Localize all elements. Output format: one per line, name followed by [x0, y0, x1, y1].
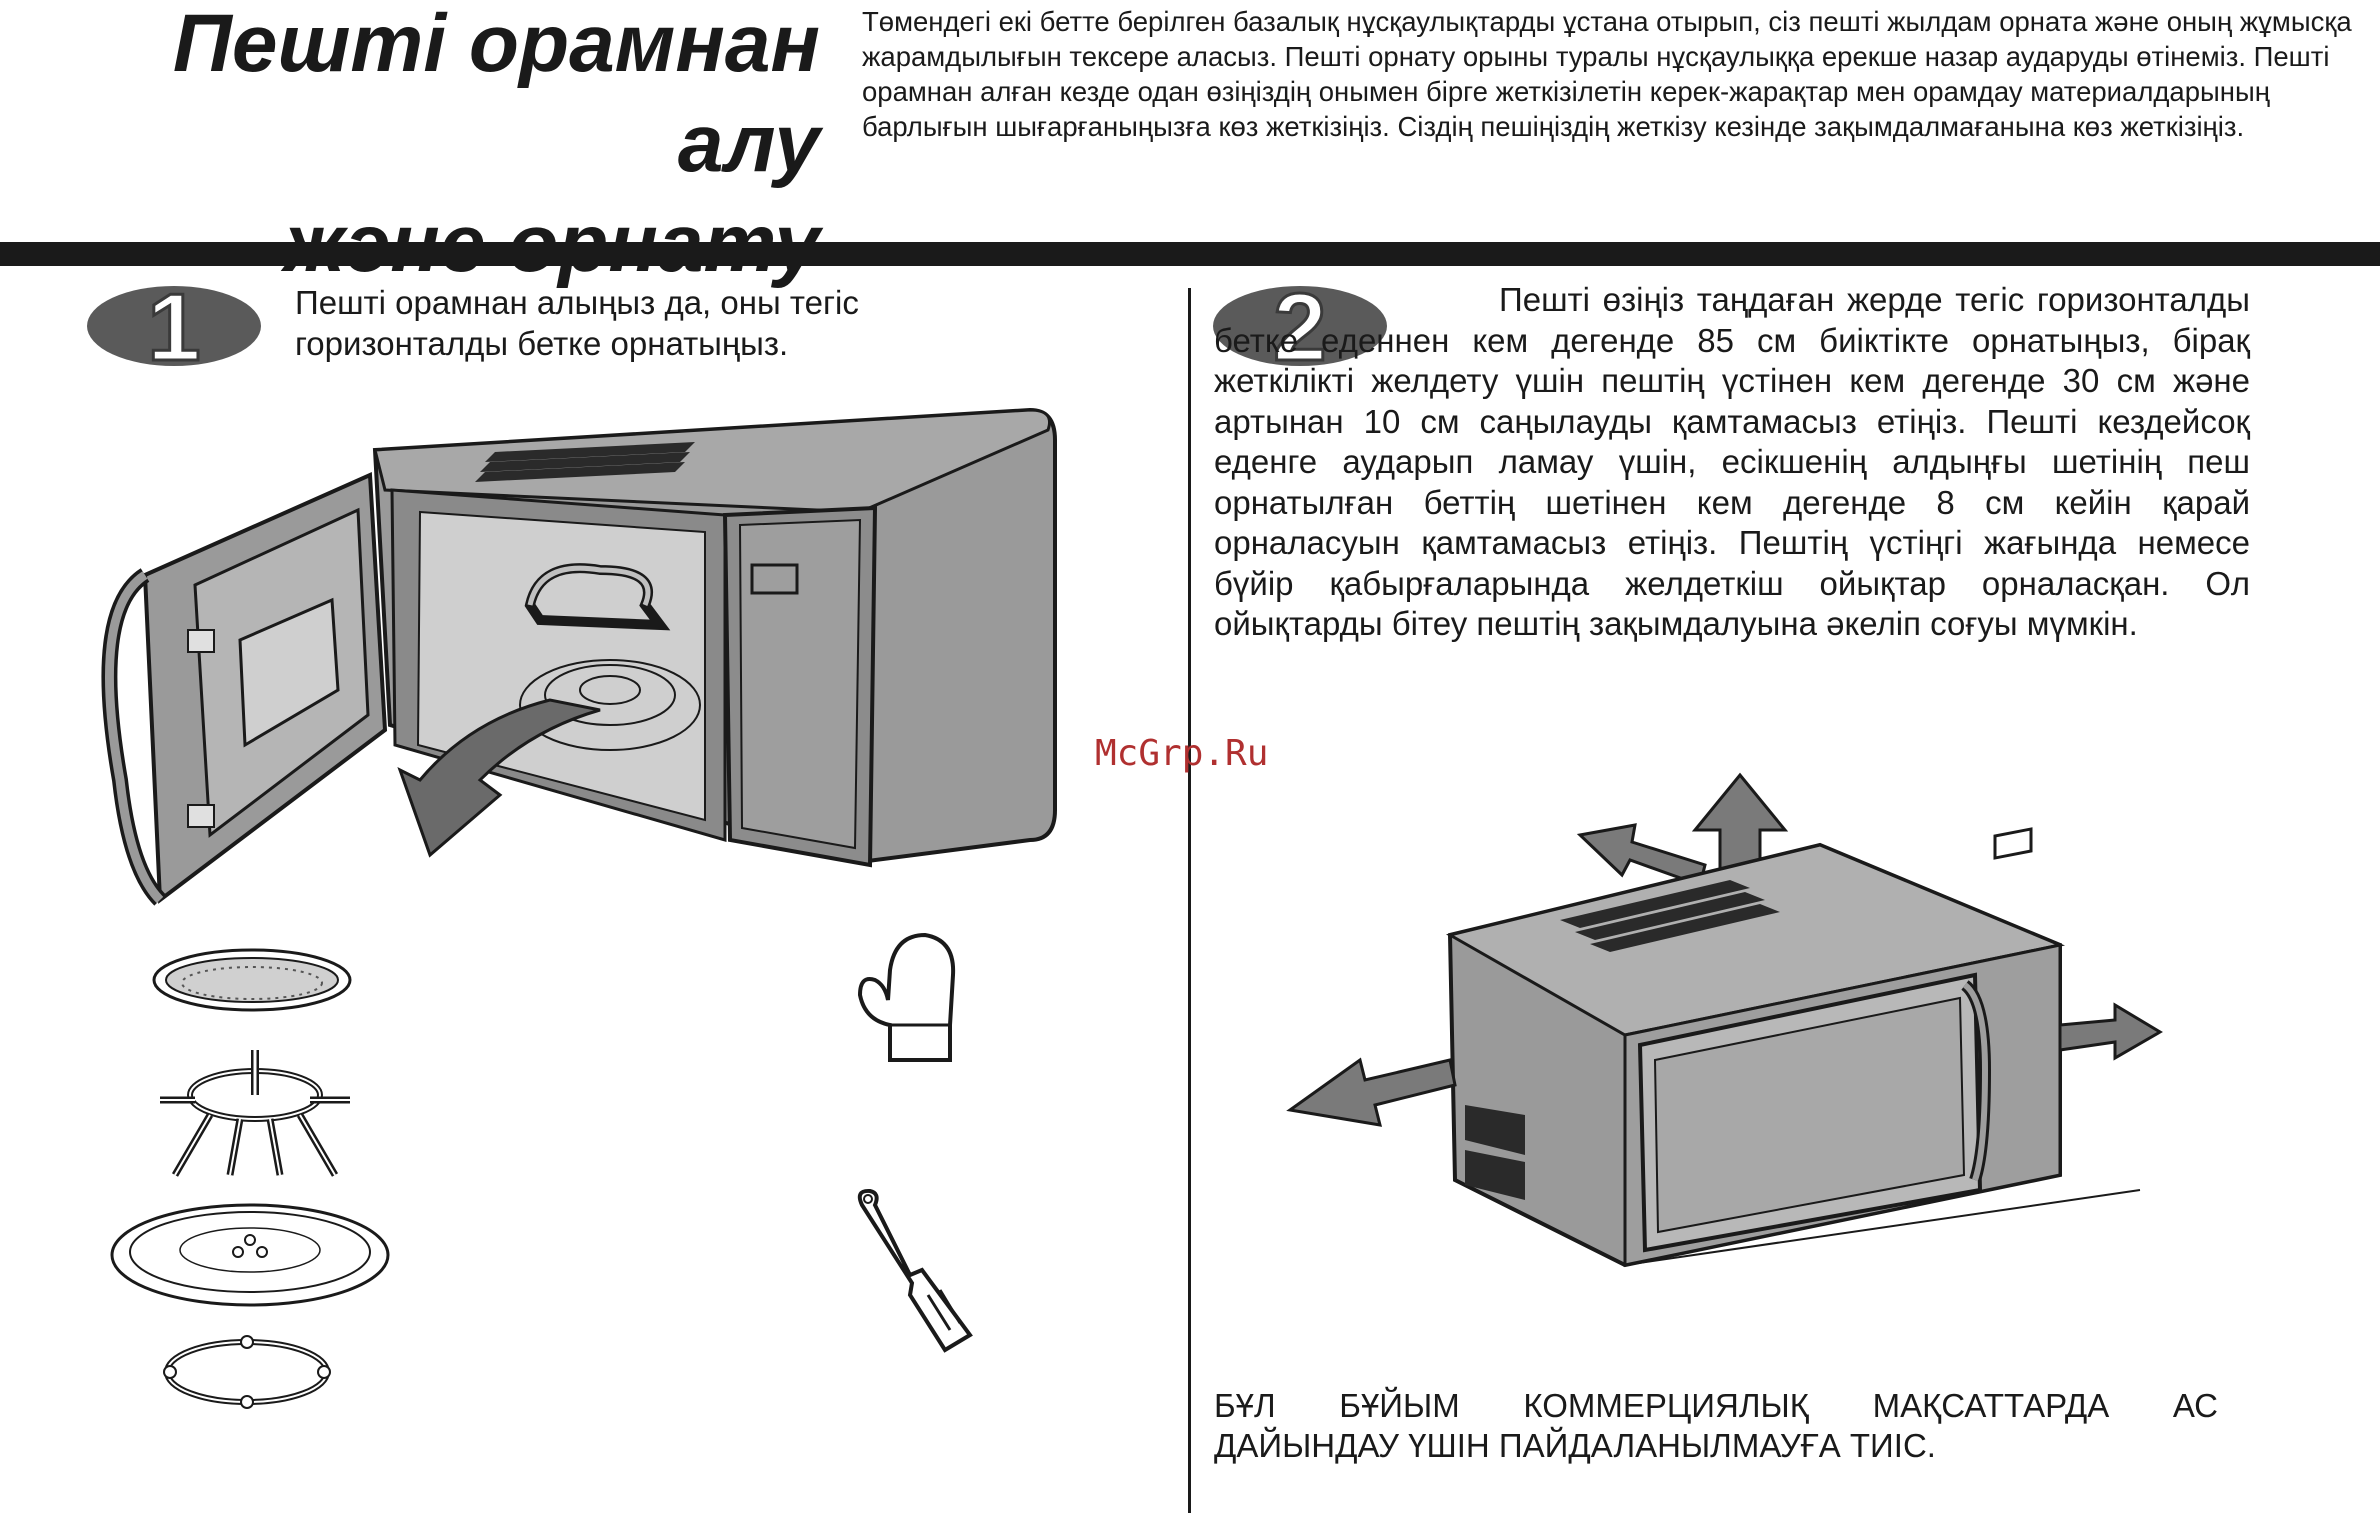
top-vents	[475, 442, 695, 482]
intro-paragraph: Төмендегі екі бетте берілген базалық нұс…	[862, 6, 2352, 142]
ventilation-microwave-illustration	[1286, 772, 2163, 1268]
step-2-number: 2	[1273, 284, 1326, 368]
step-1-number: 1	[147, 284, 200, 368]
warning-line-1: БҰЛ БҰЙЫМ КОММЕРЦИЯЛЫҚ МАҚСАТТАРДА АС	[1214, 1387, 2218, 1424]
open-microwave-illustration	[101, 407, 1057, 906]
step-1-badge: 1	[87, 284, 261, 368]
step-1-text: Пешті орамнан алыңыз да, оны тегіс гориз…	[295, 284, 859, 362]
watermark: McGrp.Ru	[1095, 733, 1269, 774]
commercial-use-warning: БҰЛ БҰЙЫМ КОММЕРЦИЯЛЫҚ МАҚСАТТАРДА АС ДА…	[1214, 1386, 2218, 1466]
handle-tool-icon	[857, 1188, 973, 1353]
roller-ring-illustration	[163, 1335, 331, 1409]
column-divider	[1188, 288, 1191, 1513]
top-vents-2	[1560, 880, 1780, 952]
step-2-badge: 2	[1213, 284, 1387, 368]
side-vents	[1465, 1105, 1525, 1200]
title-line-1: Пешті орамнан алу	[172, 0, 820, 189]
step-2-text-content: Пешті өзіңіз таңдаған жерде тегіс горизо…	[1214, 281, 2250, 642]
grill-rack-illustration	[160, 1050, 350, 1177]
header-divider-bar	[0, 242, 2380, 266]
warning-line-2: ДАЙЫНДАУ ҮШІН ПАЙДАЛАНЫЛМАУҒА ТИІС.	[1214, 1427, 1936, 1464]
step-2-text: Пешті өзіңіз таңдаған жерде тегіс горизо…	[1214, 280, 2250, 645]
glass-turntable-illustration	[110, 1203, 390, 1307]
oven-mitt-icon	[857, 932, 956, 1062]
crisp-plate-illustration	[152, 948, 352, 1012]
